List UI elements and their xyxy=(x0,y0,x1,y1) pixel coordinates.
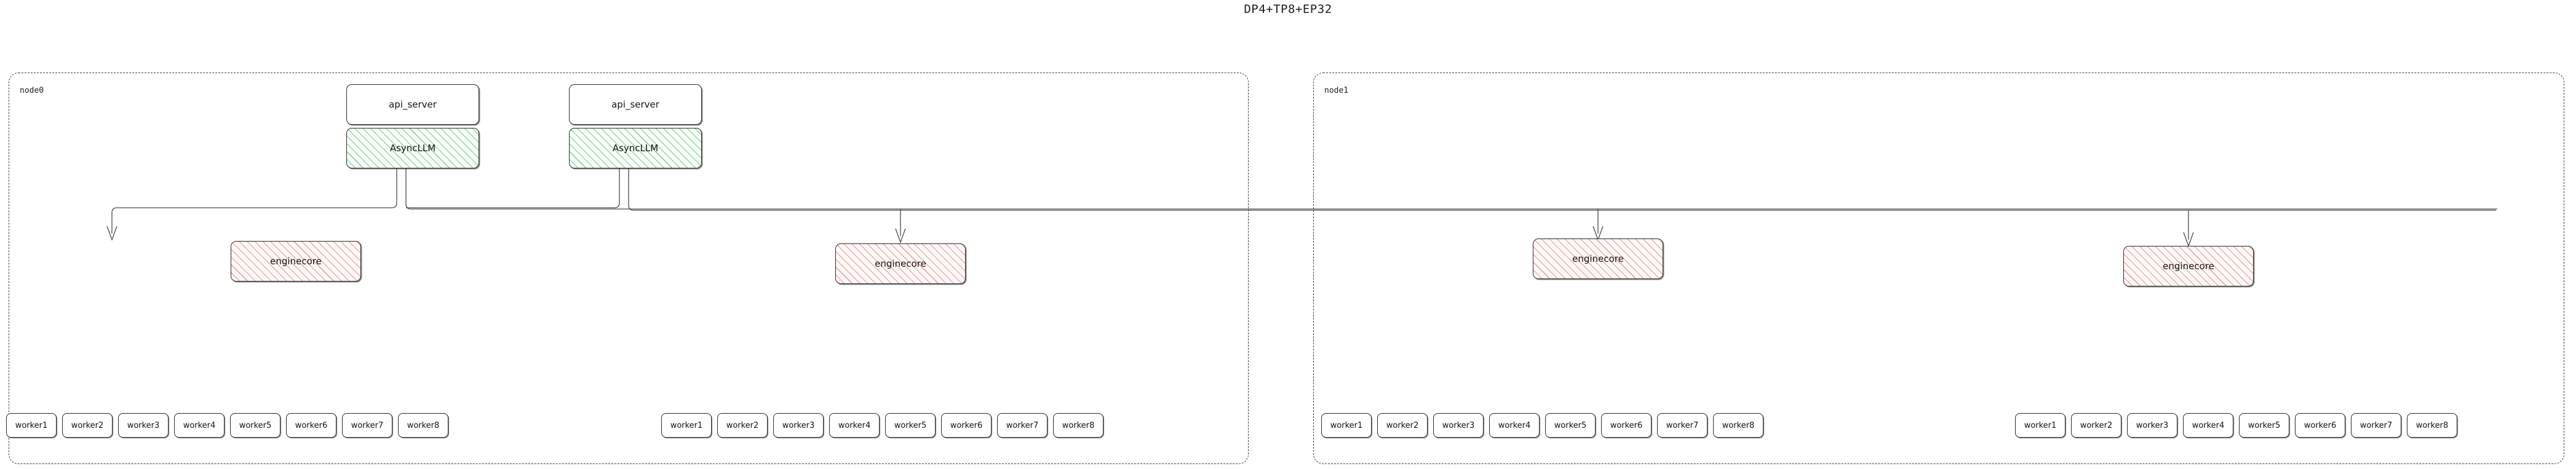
worker-box-node1-g0-3[interactable]: worker4 xyxy=(1489,413,1540,438)
worker-box-node0-g1-0-label: worker1 xyxy=(670,420,703,430)
asyncllm-box-node0-0-label: AsyncLLM xyxy=(389,143,436,154)
worker-box-node1-g0-1-label: worker2 xyxy=(1386,420,1419,430)
worker-box-node1-g0-6-label: worker7 xyxy=(1666,420,1699,430)
enginecore-box-node0-0[interactable]: enginecore xyxy=(231,241,361,282)
worker-box-node1-g1-4-label: worker5 xyxy=(2248,420,2281,430)
worker-box-node1-g0-5[interactable]: worker6 xyxy=(1601,413,1652,438)
enginecore-box-node1-0[interactable]: enginecore xyxy=(1533,238,1663,279)
enginecore-box-node0-1-label: enginecore xyxy=(875,258,926,269)
worker-box-node0-g1-5[interactable]: worker6 xyxy=(941,413,992,438)
worker-box-node1-g0-6[interactable]: worker7 xyxy=(1657,413,1707,438)
worker-box-node1-g0-3-label: worker4 xyxy=(1498,420,1531,430)
worker-box-node0-g0-7-label: worker8 xyxy=(407,420,440,430)
worker-box-node1-g1-0[interactable]: worker1 xyxy=(2015,413,2065,438)
worker-box-node1-g1-2-label: worker3 xyxy=(2136,420,2169,430)
api-server-box-node0-0-label: api_server xyxy=(389,99,437,110)
worker-box-node0-g1-5-label: worker6 xyxy=(950,420,983,430)
asyncllm-box-node0-1[interactable]: AsyncLLM xyxy=(569,128,702,168)
worker-box-node0-g1-4-label: worker5 xyxy=(894,420,927,430)
worker-box-node0-g0-2-label: worker3 xyxy=(127,420,160,430)
worker-box-node0-g0-6[interactable]: worker7 xyxy=(342,413,392,438)
worker-box-node1-g0-1[interactable]: worker2 xyxy=(1377,413,1428,438)
worker-box-node1-g1-2[interactable]: worker3 xyxy=(2127,413,2177,438)
api-server-box-node0-1[interactable]: api_server xyxy=(569,84,702,125)
asyncllm-box-node0-1-label: AsyncLLM xyxy=(612,143,659,154)
worker-box-node0-g0-5-label: worker6 xyxy=(295,420,328,430)
worker-box-node0-g0-6-label: worker7 xyxy=(351,420,384,430)
worker-box-node0-g1-1-label: worker2 xyxy=(726,420,759,430)
worker-box-node0-g0-3[interactable]: worker4 xyxy=(174,413,225,438)
worker-box-node0-g1-7[interactable]: worker8 xyxy=(1053,413,1103,438)
enginecore-box-node0-0-label: enginecore xyxy=(270,256,322,267)
worker-box-node0-g1-7-label: worker8 xyxy=(1062,420,1095,430)
node-label-node0: node0 xyxy=(20,86,44,95)
worker-box-node0-g1-4[interactable]: worker5 xyxy=(885,413,936,438)
worker-box-node1-g0-2-label: worker3 xyxy=(1442,420,1475,430)
worker-box-node1-g1-0-label: worker1 xyxy=(2024,420,2057,430)
enginecore-box-node1-0-label: enginecore xyxy=(1572,253,1624,264)
node-container-node0 xyxy=(9,73,1249,464)
worker-box-node0-g0-5[interactable]: worker6 xyxy=(286,413,336,438)
worker-box-node1-g1-3[interactable]: worker4 xyxy=(2183,413,2233,438)
worker-box-node1-g1-5[interactable]: worker6 xyxy=(2295,413,2345,438)
worker-box-node0-g1-6[interactable]: worker7 xyxy=(997,413,1047,438)
worker-box-node1-g0-7[interactable]: worker8 xyxy=(1713,413,1763,438)
worker-box-node0-g0-1[interactable]: worker2 xyxy=(62,413,113,438)
worker-box-node0-g1-2-label: worker3 xyxy=(782,420,815,430)
worker-box-node0-g0-1-label: worker2 xyxy=(71,420,104,430)
worker-box-node1-g1-1-label: worker2 xyxy=(2080,420,2113,430)
api-server-box-node0-1-label: api_server xyxy=(611,99,659,110)
diagram-title: DP4+TP8+EP32 xyxy=(1244,2,1332,16)
worker-box-node1-g1-6-label: worker7 xyxy=(2359,420,2393,430)
worker-box-node1-g0-4-label: worker5 xyxy=(1554,420,1587,430)
node-label-node1: node1 xyxy=(1324,86,1349,95)
worker-box-node1-g1-7-label: worker8 xyxy=(2415,420,2449,430)
worker-box-node0-g0-4[interactable]: worker5 xyxy=(230,413,280,438)
worker-box-node1-g0-4[interactable]: worker5 xyxy=(1545,413,1596,438)
worker-box-node1-g1-3-label: worker4 xyxy=(2192,420,2225,430)
worker-box-node1-g0-0[interactable]: worker1 xyxy=(1321,413,1372,438)
worker-box-node0-g0-7[interactable]: worker8 xyxy=(398,413,448,438)
worker-box-node0-g0-0-label: worker1 xyxy=(15,420,48,430)
enginecore-box-node0-1[interactable]: enginecore xyxy=(835,243,966,284)
worker-box-node1-g0-7-label: worker8 xyxy=(1722,420,1755,430)
worker-box-node1-g0-0-label: worker1 xyxy=(1330,420,1363,430)
enginecore-box-node1-1-label: enginecore xyxy=(2163,261,2214,272)
enginecore-box-node1-1[interactable]: enginecore xyxy=(2123,246,2254,286)
worker-box-node0-g0-3-label: worker4 xyxy=(183,420,216,430)
worker-box-node0-g1-3[interactable]: worker4 xyxy=(829,413,880,438)
worker-box-node0-g0-4-label: worker5 xyxy=(239,420,272,430)
api-server-box-node0-0[interactable]: api_server xyxy=(346,84,479,125)
worker-box-node1-g1-6[interactable]: worker7 xyxy=(2351,413,2401,438)
worker-box-node1-g1-1[interactable]: worker2 xyxy=(2071,413,2121,438)
worker-box-node0-g1-3-label: worker4 xyxy=(838,420,871,430)
worker-box-node1-g1-7[interactable]: worker8 xyxy=(2407,413,2457,438)
worker-box-node0-g0-2[interactable]: worker3 xyxy=(118,413,169,438)
asyncllm-box-node0-0[interactable]: AsyncLLM xyxy=(346,128,479,168)
node-container-node1 xyxy=(1313,73,2564,464)
worker-box-node0-g0-0[interactable]: worker1 xyxy=(6,413,57,438)
worker-box-node0-g1-2[interactable]: worker3 xyxy=(773,413,824,438)
worker-box-node1-g0-5-label: worker6 xyxy=(1610,420,1643,430)
worker-box-node1-g1-5-label: worker6 xyxy=(2304,420,2337,430)
worker-box-node0-g1-6-label: worker7 xyxy=(1006,420,1039,430)
worker-box-node0-g1-1[interactable]: worker2 xyxy=(717,413,768,438)
worker-box-node1-g0-2[interactable]: worker3 xyxy=(1433,413,1484,438)
worker-box-node0-g1-0[interactable]: worker1 xyxy=(661,413,712,438)
worker-box-node1-g1-4[interactable]: worker5 xyxy=(2239,413,2289,438)
